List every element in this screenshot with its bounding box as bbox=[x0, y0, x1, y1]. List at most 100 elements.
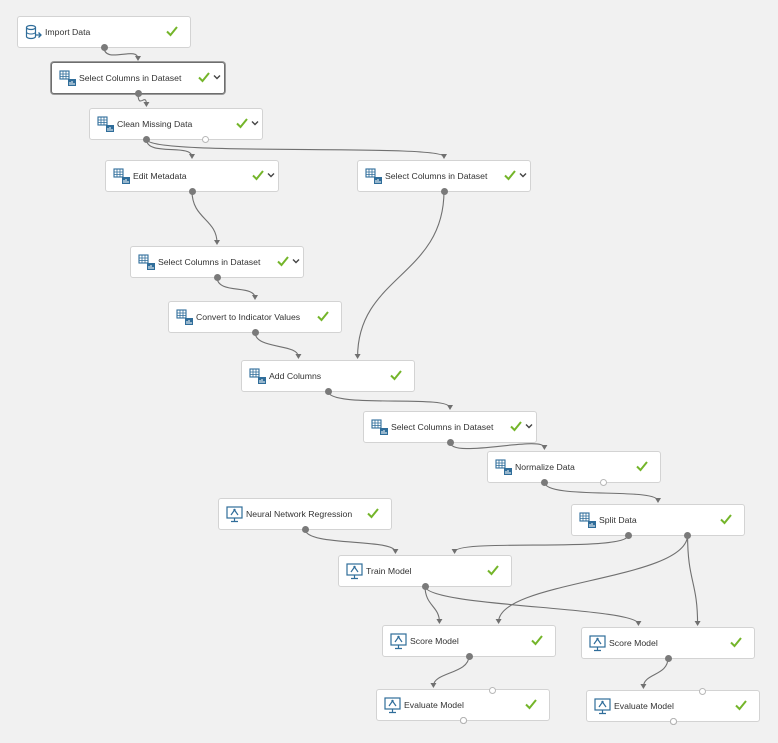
connection-split-data-to-score-model-1[interactable] bbox=[498, 534, 689, 623]
status-check-icon bbox=[734, 698, 748, 712]
connection-convert-indicator-to-add-columns[interactable] bbox=[254, 331, 299, 358]
output-port[interactable] bbox=[301, 525, 309, 533]
connection-split-data-to-train-model[interactable] bbox=[454, 534, 629, 553]
unused-output-port[interactable] bbox=[669, 717, 677, 725]
module-label: Import Data bbox=[45, 27, 91, 37]
module-add-columns[interactable]: Add Columns bbox=[241, 360, 415, 392]
connection-arrowhead bbox=[694, 621, 701, 626]
module-neural-network-regression[interactable]: Neural Network Regression bbox=[218, 498, 392, 530]
module-select-columns-3[interactable]: Select Columns in Dataset bbox=[357, 160, 531, 192]
module-label: Convert to Indicator Values bbox=[196, 312, 301, 322]
module-label: Add Columns bbox=[269, 371, 322, 381]
status-check-icon bbox=[719, 512, 733, 526]
output-port[interactable] bbox=[684, 531, 692, 539]
model-icon bbox=[589, 635, 607, 652]
connection-add-columns-to-select-columns-4[interactable] bbox=[327, 390, 451, 409]
output-port[interactable] bbox=[100, 43, 108, 51]
output-port[interactable] bbox=[446, 438, 454, 446]
module-label: Select Columns in Dataset bbox=[158, 257, 261, 267]
module-evaluate-model-1[interactable]: Evaluate Model bbox=[376, 689, 550, 721]
model-icon bbox=[384, 697, 402, 714]
module-normalize-data[interactable]: Normalize Data bbox=[487, 451, 661, 483]
table-icon bbox=[176, 309, 194, 326]
module-label: Select Columns in Dataset bbox=[79, 73, 182, 83]
chevron-down-icon[interactable] bbox=[524, 421, 534, 431]
output-port[interactable] bbox=[440, 187, 448, 195]
chevron-down-icon[interactable] bbox=[518, 170, 528, 180]
connection-select-columns-2-to-convert-indicator[interactable] bbox=[216, 276, 256, 299]
connection-arrowhead bbox=[447, 405, 453, 410]
module-clean-missing-data[interactable]: Clean Missing Data bbox=[89, 108, 263, 140]
chevron-down-icon[interactable] bbox=[212, 72, 222, 82]
connection-split-data-to-score-model-2[interactable] bbox=[687, 534, 699, 625]
output-port[interactable] bbox=[540, 478, 548, 486]
connection-arrowhead bbox=[451, 549, 458, 554]
chevron-down-icon[interactable] bbox=[291, 256, 301, 266]
unused-output-port[interactable] bbox=[202, 135, 210, 143]
output-port[interactable] bbox=[624, 531, 632, 539]
module-edit-metadata[interactable]: Edit Metadata bbox=[105, 160, 279, 192]
unused-output-port[interactable] bbox=[459, 716, 467, 724]
module-select-columns-2[interactable]: Select Columns in Dataset bbox=[130, 246, 304, 278]
output-port[interactable] bbox=[134, 89, 142, 97]
connection-score-model-1-to-evaluate-model-1[interactable] bbox=[432, 655, 470, 687]
unused-input-port[interactable] bbox=[489, 686, 497, 694]
module-label: Clean Missing Data bbox=[117, 119, 193, 129]
connection-arrowhead bbox=[635, 621, 642, 626]
connection-clean-missing-data-to-select-columns-3[interactable] bbox=[145, 138, 445, 158]
output-port[interactable] bbox=[664, 654, 672, 662]
output-port[interactable] bbox=[142, 135, 150, 143]
table-icon bbox=[365, 168, 383, 185]
model-icon bbox=[594, 698, 612, 715]
module-label: Edit Metadata bbox=[133, 171, 187, 181]
module-label: Neural Network Regression bbox=[246, 509, 353, 519]
unused-output-port[interactable] bbox=[600, 478, 608, 486]
output-port[interactable] bbox=[421, 582, 429, 590]
connection-arrowhead bbox=[441, 154, 447, 159]
connection-arrowhead bbox=[640, 684, 647, 689]
module-label: Select Columns in Dataset bbox=[391, 422, 494, 432]
status-check-icon bbox=[197, 70, 211, 84]
connection-score-model-2-to-evaluate-model-2[interactable] bbox=[642, 657, 669, 688]
module-import-data[interactable]: Import Data bbox=[17, 16, 191, 48]
status-check-icon bbox=[316, 309, 330, 323]
module-score-model-1[interactable]: Score Model bbox=[382, 625, 556, 657]
unused-input-port[interactable] bbox=[699, 687, 707, 695]
connection-train-model-to-score-model-2[interactable] bbox=[424, 585, 639, 625]
connection-arrowhead bbox=[354, 354, 361, 359]
table-icon bbox=[371, 419, 389, 436]
status-check-icon bbox=[729, 635, 743, 649]
module-convert-indicator[interactable]: Convert to Indicator Values bbox=[168, 301, 342, 333]
table-icon bbox=[249, 368, 267, 385]
connection-import-data-to-select-columns-1[interactable] bbox=[103, 46, 139, 60]
module-train-model[interactable]: Train Model bbox=[338, 555, 512, 587]
module-split-data[interactable]: Split Data bbox=[571, 504, 745, 536]
connection-arrowhead bbox=[295, 354, 302, 359]
output-port[interactable] bbox=[213, 273, 221, 281]
status-check-icon bbox=[524, 697, 538, 711]
connection-arrowhead bbox=[495, 619, 502, 624]
connection-clean-missing-data-to-edit-metadata[interactable] bbox=[145, 138, 193, 158]
module-label: Split Data bbox=[599, 515, 637, 525]
chevron-down-icon[interactable] bbox=[266, 170, 276, 180]
connection-edit-metadata-to-select-columns-2[interactable] bbox=[191, 190, 218, 244]
connection-arrowhead bbox=[392, 549, 399, 554]
connection-neural-network-regression-to-train-model[interactable] bbox=[304, 528, 396, 553]
status-check-icon bbox=[486, 563, 500, 577]
module-select-columns-1[interactable]: Select Columns in Dataset bbox=[51, 62, 225, 94]
connection-train-model-to-score-model-1[interactable] bbox=[424, 585, 440, 623]
connection-arrowhead bbox=[436, 619, 443, 624]
output-port[interactable] bbox=[251, 328, 259, 336]
module-label: Evaluate Model bbox=[614, 701, 674, 711]
connection-select-columns-3-to-add-columns[interactable] bbox=[357, 190, 445, 358]
module-select-columns-4[interactable]: Select Columns in Dataset bbox=[363, 411, 537, 443]
output-port[interactable] bbox=[188, 187, 196, 195]
output-port[interactable] bbox=[465, 652, 473, 660]
module-label: Evaluate Model bbox=[404, 700, 464, 710]
table-icon bbox=[138, 254, 156, 271]
chevron-down-icon[interactable] bbox=[250, 118, 260, 128]
status-check-icon bbox=[530, 633, 544, 647]
module-label: Normalize Data bbox=[515, 462, 575, 472]
output-port[interactable] bbox=[324, 387, 332, 395]
